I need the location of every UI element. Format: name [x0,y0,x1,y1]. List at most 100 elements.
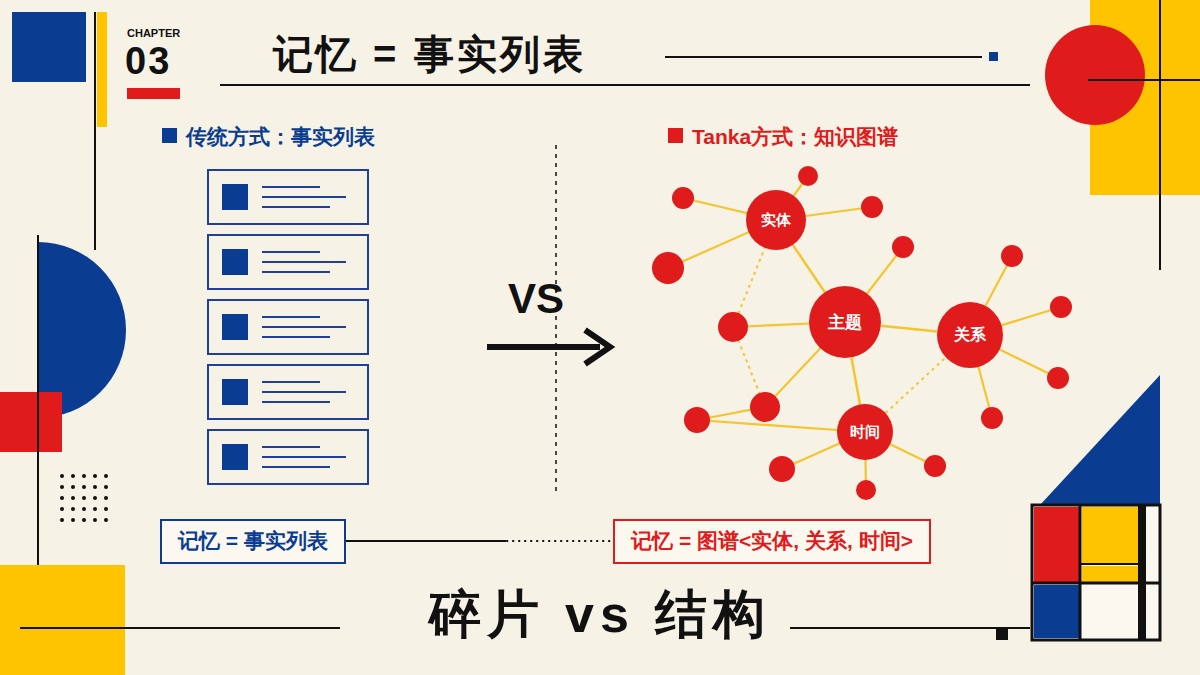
frame-line [94,12,96,250]
node-text: 实体 [761,211,791,230]
connector-line [506,540,613,542]
item-line [262,466,330,468]
topic-circle: 主题 [809,286,881,358]
bullet [668,128,683,143]
dot [82,474,86,478]
dot [60,518,64,522]
dot [82,496,86,500]
dot [82,485,86,489]
leaf-node [652,252,684,284]
list-item [208,170,368,224]
leaf-node [924,455,946,477]
vs-label: VS [508,275,564,323]
dot [82,518,86,522]
node-text: 时间 [850,423,880,442]
title-rule [665,56,982,58]
leaf-node [1047,367,1069,389]
graph-leaves [652,166,1072,500]
small-square [989,52,998,61]
formula-box: 记忆 = 图谱<实体, 关系, 时间> [613,519,931,564]
topic-circle: 时间 [837,404,893,460]
item-icon [222,444,248,470]
item-line [262,336,330,338]
dot [60,474,64,478]
node-text: 记忆 = 事实列表 [178,527,328,555]
dot [71,496,75,500]
frame-line [1088,79,1200,81]
dot [93,496,97,500]
chapter-label: CHAPTER [127,27,180,39]
leaf-node [769,456,795,482]
yellow-block [0,565,125,675]
grid-cell [1034,585,1079,638]
connector-line [851,357,860,404]
dot [71,518,75,522]
dot [93,485,97,489]
item-line [262,456,346,458]
item-line [262,316,320,318]
frame-line [790,627,1030,629]
frame-line [220,84,1030,86]
list-item [208,365,368,419]
leaf-node [856,480,876,500]
grid-cell [1034,507,1079,582]
grid-cell [1082,507,1140,563]
connector-line [886,357,946,413]
connector [346,541,613,542]
dot [60,496,64,500]
node-text: 关系 [954,325,986,346]
dot [93,518,97,522]
fact-list [208,170,368,484]
section-heading: 传统方式：事实列表 [186,123,375,151]
dot [82,507,86,511]
list-item [208,300,368,354]
small-square [996,628,1008,640]
item-icon [222,379,248,405]
arrow-shaft [487,344,600,350]
frame-line [37,235,39,600]
dot [93,474,97,478]
item-icon [222,249,248,275]
dot [104,518,108,522]
item-line [262,446,320,448]
blue-triangle [1040,375,1160,505]
node-text: 主题 [828,311,862,334]
item-line [262,196,346,198]
item-line [262,206,330,208]
item-line [262,186,320,188]
leaf-node [892,236,914,258]
frame-line [20,627,340,629]
item-line [262,326,346,328]
node-text: 记忆 = 图谱<实体, 关系, 时间> [631,527,913,555]
dot [60,507,64,511]
dot [93,507,97,511]
list-item [208,235,368,289]
blue-square [12,12,86,82]
grid-line [1138,505,1146,640]
blue-half-disc [38,242,126,418]
item-icon [222,314,248,340]
item-line [262,381,320,383]
item-line [262,401,330,403]
topic-circle: 关系 [937,302,1003,368]
dot [71,507,75,511]
chapter-number: 03 [125,39,171,83]
leaf-node [1001,245,1023,267]
yellow-bar [97,12,107,127]
bullet [162,128,177,143]
item-line [262,251,320,253]
arrow-head [585,330,610,364]
red-circle [1045,25,1145,125]
dot [104,474,108,478]
connector [851,357,860,404]
formula-box: 记忆 = 事实列表 [160,519,346,564]
connector-line [346,540,506,542]
dot-grid [60,474,108,522]
leaf-node [750,392,780,422]
dot [104,485,108,489]
dot [71,474,75,478]
dot [104,507,108,511]
dot [104,496,108,500]
